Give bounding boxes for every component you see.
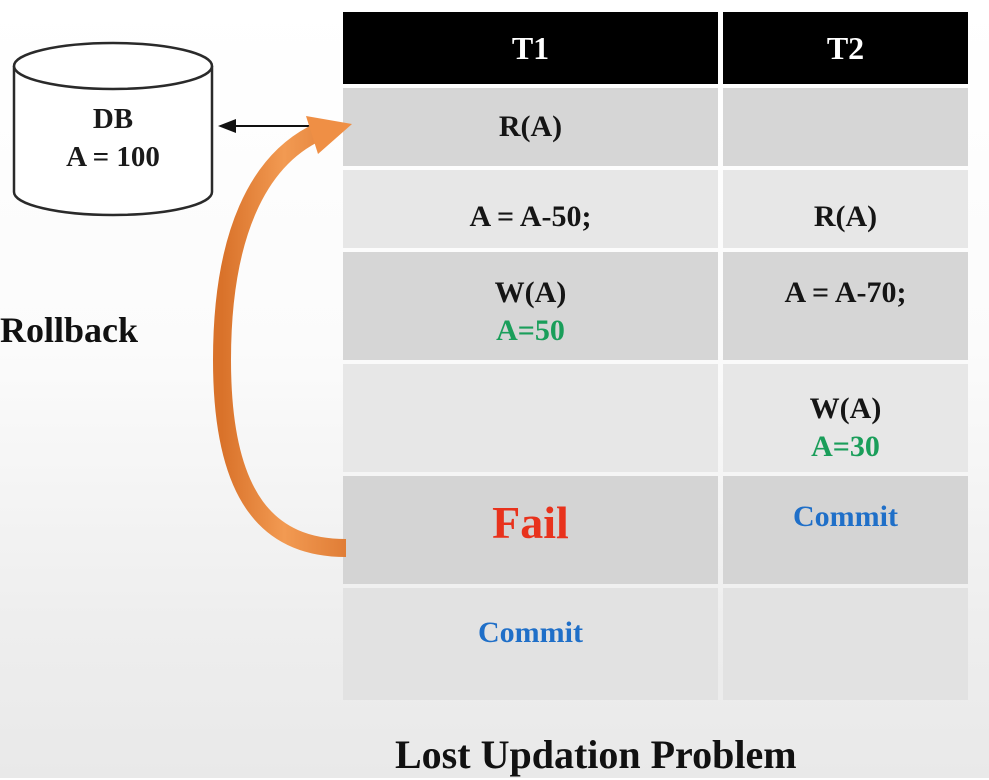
cell-r3-t1: W(A) A=50	[343, 268, 718, 350]
cell-bg-r2-t1	[343, 170, 718, 248]
cell-bg-r4-t2	[723, 364, 968, 472]
cell-bg-r5-t1	[343, 476, 718, 584]
cell-bg-r4-t1	[343, 364, 718, 472]
cell-r2-t2: R(A)	[723, 186, 968, 236]
database-value: A = 100	[66, 141, 160, 173]
cell-bg-r1-t1	[343, 88, 718, 166]
cell-bg-r3-t2	[723, 252, 968, 360]
cell-bg-r3-t1	[343, 252, 718, 360]
cell-r3-t2: A = A-70;	[723, 268, 968, 312]
schedule-table: T1 T2 R(A) A = A-50; R(A) W(A) A=50 A = …	[343, 12, 968, 702]
column-header-t1: T1	[343, 12, 718, 84]
commit-status: Commit	[478, 616, 583, 649]
diagram-caption: Lost Updation Problem	[395, 732, 797, 777]
database-name: DB	[92, 103, 134, 135]
cell-r2-t1: A = A-50;	[343, 186, 718, 236]
written-value: A=50	[496, 314, 565, 347]
operation-read: R(A)	[813, 200, 878, 233]
cell-r1-t1: R(A)	[343, 104, 718, 146]
cell-bg-r1-t2	[723, 88, 968, 166]
cell-r4-t2: W(A) A=30	[723, 380, 968, 466]
rollback-label: Rollback	[0, 310, 139, 350]
rollback-arrow-icon	[212, 116, 352, 557]
cell-r5-t1: Fail	[343, 492, 718, 548]
cell-bg-r2-t2	[723, 170, 968, 248]
operation-compute: A = A-50;	[469, 200, 592, 233]
cell-bg-r5-t2	[723, 476, 968, 584]
fail-status: Fail	[492, 497, 569, 548]
cell-bg-r6-t1	[343, 588, 718, 700]
operation-read: R(A)	[498, 110, 563, 143]
cell-r5-t2: Commit	[723, 492, 968, 536]
operation-write: W(A)	[809, 392, 882, 425]
cell-bg-r6-t2	[723, 588, 968, 700]
database-icon	[12, 41, 214, 217]
database-label: DB A = 100	[14, 100, 212, 176]
commit-status: Commit	[793, 500, 898, 533]
table-cells-bg	[343, 88, 968, 700]
operation-write: W(A)	[494, 276, 567, 309]
written-value: A=30	[811, 430, 880, 463]
cell-r6-t1: Commit	[343, 604, 718, 652]
operation-compute: A = A-70;	[784, 276, 907, 309]
column-header-t2: T2	[723, 12, 968, 84]
